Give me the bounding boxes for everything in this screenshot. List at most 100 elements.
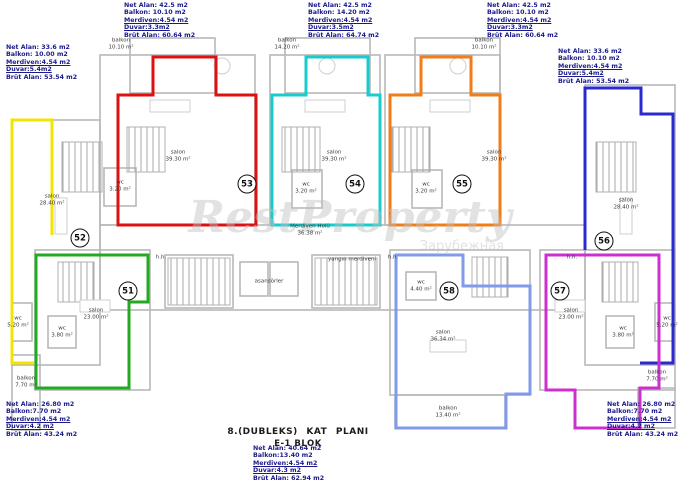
info-line: Duvar:4.3 m2 bbox=[253, 467, 301, 475]
room-name: h.h. bbox=[387, 254, 399, 261]
apartment-number-55: 55 bbox=[452, 174, 472, 194]
info-line: Net Alan: 26.80 m2 bbox=[607, 401, 676, 408]
room-name: salon bbox=[435, 329, 451, 336]
plan-title: 8.(DUBLEKS) KAT PLANI E-1 BLOK bbox=[192, 427, 404, 449]
apartment-number-56: 56 bbox=[594, 231, 614, 251]
info-block-apt54: Net Alan: 42.5 m2 Balkon: 14.20 m2 Merdi… bbox=[308, 2, 379, 39]
room-name: salon bbox=[486, 149, 502, 156]
furniture bbox=[54, 57, 633, 353]
room-label: h.h. bbox=[567, 255, 577, 262]
room-area: 23.00 m² bbox=[83, 314, 109, 320]
room-area: 23.00 m² bbox=[558, 314, 584, 320]
apt-51-outline bbox=[34, 253, 150, 390]
info-line: Brüt Alan: 64.74 m2 bbox=[308, 31, 380, 39]
apt-54-outline bbox=[270, 55, 382, 227]
info-block-apt55: Net Alan: 42.5 m2 Balkon: 10.10 m2 Merdi… bbox=[487, 2, 558, 39]
apartment-number-58: 58 bbox=[439, 281, 459, 301]
room-name: balkon bbox=[438, 405, 458, 412]
room-area: 13.40 m² bbox=[435, 412, 461, 418]
info-line: Balkon:7.70 m2 bbox=[607, 408, 663, 416]
info-block-apt57: Net Alan: 26.80 m2 Balkon:7.70 m2 Merdiv… bbox=[607, 401, 678, 438]
info-line: Net Alan: 33.6 m2 bbox=[6, 44, 70, 51]
apt-57-outline bbox=[544, 253, 661, 430]
room-name: salon bbox=[326, 149, 342, 156]
info-line: Net Alan: 26.80 m2 bbox=[6, 401, 75, 408]
info-line: Balkon: 10.10 m2 bbox=[487, 9, 549, 17]
room-area: 36.34 m² bbox=[430, 336, 456, 342]
plan-title-line2: E-1 BLOK bbox=[274, 439, 322, 449]
room-name: Merdiven Holü bbox=[290, 223, 330, 230]
room-area: 14.20 m² bbox=[274, 44, 300, 50]
apartment-number-54: 54 bbox=[345, 174, 365, 194]
info-line: Merdiven:4.54 m2 bbox=[607, 415, 672, 423]
info-block-apt56: Net Alan: 33.6 m2 Balkon: 10.10 m2 Merdi… bbox=[558, 48, 629, 85]
info-line: Net Alan: 42.5 m2 bbox=[308, 2, 372, 9]
building-walls bbox=[11, 37, 676, 431]
info-line: Net Alan: 42.5 m2 bbox=[124, 2, 188, 9]
info-line: Duvar:3.3m2 bbox=[487, 24, 533, 32]
info-line: Net Alan: 33.6 m2 bbox=[558, 48, 622, 55]
room-name: h.h. bbox=[566, 254, 578, 261]
room-name: balkon bbox=[16, 375, 36, 382]
info-line: Merdiven:4.54 m2 bbox=[124, 16, 189, 24]
room-name: yangın merdiveni bbox=[328, 256, 376, 263]
room-label: h.h. bbox=[388, 255, 398, 262]
info-line: Brüt Alan: 53.54 m2 bbox=[6, 73, 78, 81]
info-block-apt53: Net Alan: 42.5 m2 Balkon: 10.10 m2 Merdi… bbox=[124, 2, 195, 39]
apt-55-outline bbox=[388, 55, 502, 227]
apartment-number-53: 53 bbox=[237, 174, 257, 194]
info-line: Brüt Alan: 60.64 m2 bbox=[487, 31, 559, 39]
info-line: Net Alan: 42.5 m2 bbox=[487, 2, 551, 9]
info-line: Net Alan: 40.64 m2 bbox=[253, 445, 322, 452]
room-name: wc bbox=[422, 181, 430, 188]
room-label: yangın merdiveni bbox=[328, 257, 376, 264]
info-line: Merdiven:4.54 m2 bbox=[253, 459, 318, 467]
info-line: Balkon: 10.10 m2 bbox=[124, 9, 186, 17]
room-name: asansörler bbox=[254, 278, 284, 285]
room-name: wc bbox=[302, 181, 310, 188]
info-line: Balkon: 10.10 m2 bbox=[558, 55, 620, 63]
stairs-hatch bbox=[57, 126, 639, 306]
apt-52-outline bbox=[10, 118, 54, 365]
info-line: Merdiven:4.54 m2 bbox=[6, 58, 71, 66]
room-area: 10.10 m² bbox=[471, 44, 497, 50]
apartment-number-51: 51 bbox=[118, 281, 138, 301]
room-area: 5.20 m² bbox=[7, 322, 29, 328]
room-area: 3.80 m² bbox=[51, 332, 73, 338]
info-line: Merdiven:4.54 m2 bbox=[308, 16, 373, 24]
info-line: Duvar:5.4m2 bbox=[6, 66, 52, 74]
info-block-apt52: Net Alan: 33.6 m2 Balkon: 10.00 m2 Merdi… bbox=[6, 44, 77, 81]
info-line: Brüt Alan: 62.94 m2 bbox=[253, 474, 325, 480]
room-area: 3.80 m² bbox=[612, 332, 634, 338]
room-name: wc bbox=[619, 325, 627, 332]
room-name: h.h. bbox=[155, 254, 167, 261]
info-line: Duvar:3.3m2 bbox=[124, 24, 170, 32]
room-name: wc bbox=[14, 315, 22, 322]
info-line: Brüt Alan: 43.24 m2 bbox=[6, 430, 78, 438]
info-block-apt58: Net Alan: 40.64 m2 Balkon:13.40 m2 Merdi… bbox=[253, 445, 324, 480]
room-area: 3.20 m² bbox=[109, 186, 131, 192]
plan-title-line1: 8.(DUBLEKS) KAT PLANI bbox=[227, 427, 369, 437]
room-name: salon bbox=[618, 197, 634, 204]
room-name: balkon bbox=[647, 369, 667, 376]
room-name: balkon bbox=[111, 37, 131, 44]
info-line: Duvar:4.2 m2 bbox=[6, 423, 54, 431]
room-area: 3.20 m² bbox=[295, 188, 317, 194]
info-line: Balkon: 14.20 m2 bbox=[308, 9, 370, 17]
